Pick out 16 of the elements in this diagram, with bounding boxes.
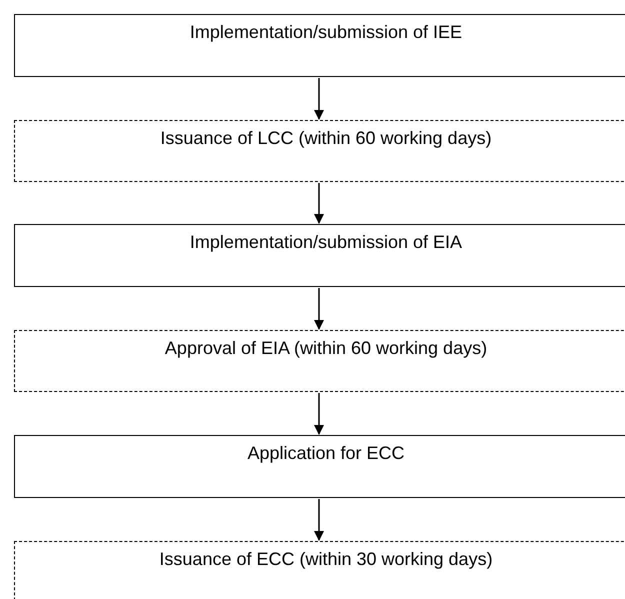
process-box xyxy=(14,14,625,77)
process-box xyxy=(14,435,625,498)
arrow xyxy=(314,499,324,541)
step-label: Application for ECC xyxy=(246,442,406,464)
arrow xyxy=(314,78,324,120)
arrow xyxy=(314,183,324,224)
arrow xyxy=(314,393,324,435)
dashed-process-box xyxy=(14,330,625,392)
step-label: Issuance of ECC (within 30 working days) xyxy=(158,548,494,570)
step-label: Implementation/submission of EIA xyxy=(188,231,464,253)
process-box xyxy=(14,224,625,287)
arrow xyxy=(314,288,324,330)
step-label: Implementation/submission of IEE xyxy=(188,21,464,43)
step-label: Approval of EIA (within 60 working days) xyxy=(164,337,488,359)
dashed-process-box xyxy=(14,120,625,182)
step-label: Issuance of LCC (within 60 working days) xyxy=(159,127,493,149)
